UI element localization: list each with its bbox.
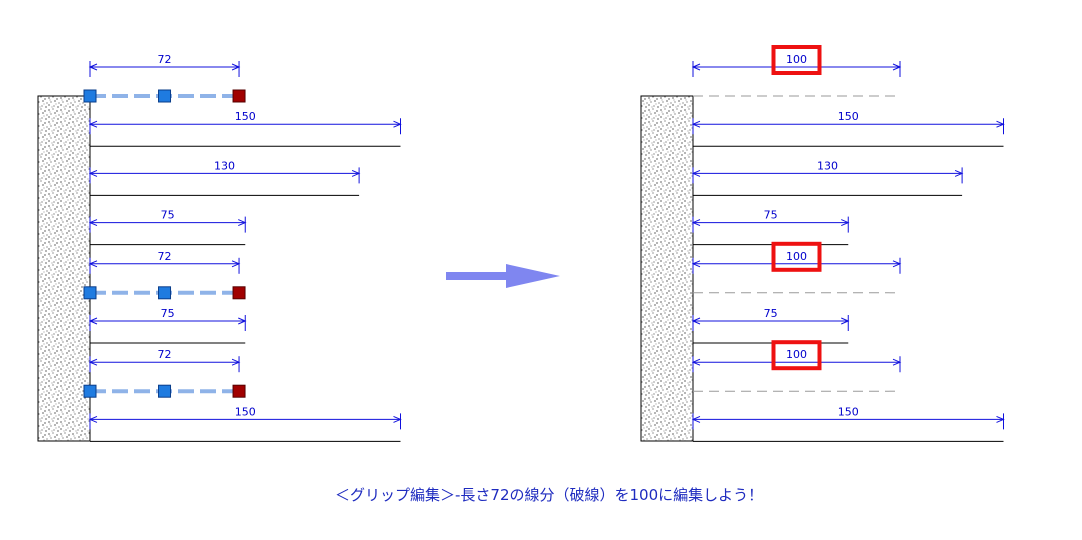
grip-mid[interactable]	[158, 89, 172, 103]
dimension-label: 72	[158, 250, 172, 263]
dimension-label: 150	[235, 405, 256, 418]
dimension-arrowhead	[88, 415, 98, 423]
dimension-label: 75	[764, 307, 778, 320]
dimension-label: 75	[161, 307, 175, 320]
row-3: 130	[691, 159, 964, 196]
dimension-arrowhead	[88, 63, 98, 71]
grip-mid[interactable]	[158, 384, 172, 398]
dimension-arrowhead	[996, 120, 1005, 128]
dimension-arrowhead	[841, 317, 850, 325]
dimension-label: 72	[158, 53, 172, 66]
row-5: 100	[691, 241, 902, 294]
dimension-arrowhead	[88, 219, 98, 227]
dimension-arrowhead	[393, 415, 402, 423]
row-1: 100	[691, 45, 902, 97]
dimension-arrowhead	[88, 260, 98, 268]
dimension-arrowhead	[88, 317, 98, 325]
dimension-label: 150	[838, 405, 859, 418]
dimension-label: 150	[235, 110, 256, 123]
grip-start[interactable]	[83, 286, 97, 300]
dimension-label: 75	[161, 209, 175, 222]
dimension-label: 72	[158, 348, 172, 361]
row-2: 150	[88, 110, 402, 147]
row-7: 100	[691, 340, 902, 392]
dimension-arrowhead	[691, 358, 701, 366]
dimension-arrowhead	[88, 358, 98, 366]
wall-after	[640, 95, 694, 442]
dimension-arrowhead	[691, 120, 701, 128]
dimension-arrowhead	[841, 219, 850, 227]
row-4: 75	[88, 209, 247, 246]
row-7: 72	[83, 348, 246, 398]
dimension-arrowhead	[238, 317, 247, 325]
row-8: 150	[88, 405, 402, 442]
transition-arrow	[446, 264, 560, 288]
dimension-label: 100	[786, 53, 807, 66]
dimension-arrowhead	[892, 260, 902, 268]
grip-end-hot[interactable]	[232, 89, 246, 103]
edited-value-highlight	[771, 340, 822, 371]
after-diagram: 100 150 130 75 100 75 100 150	[691, 45, 1005, 442]
grip-end-hot[interactable]	[232, 286, 246, 300]
dimension-arrowhead	[231, 260, 241, 268]
row-5: 72	[83, 250, 246, 300]
dimension-arrowhead	[954, 169, 964, 177]
dimension-arrowhead	[691, 169, 701, 177]
dimension-arrowhead	[88, 120, 98, 128]
row-1: 72	[83, 53, 246, 103]
edited-value-highlight	[771, 241, 822, 272]
edited-value-highlight	[771, 45, 822, 75]
row-6: 75	[691, 307, 850, 344]
row-3: 130	[88, 159, 361, 196]
dimension-label: 150	[838, 110, 859, 123]
dimension-arrowhead	[892, 358, 902, 366]
dimension-arrowhead	[691, 260, 701, 268]
row-4: 75	[691, 209, 850, 246]
dimension-arrowhead	[351, 169, 361, 177]
grip-start[interactable]	[83, 89, 97, 103]
dimension-arrowhead	[393, 120, 402, 128]
dimension-label: 130	[214, 159, 235, 172]
dimension-arrowhead	[231, 63, 241, 71]
dimension-label: 75	[764, 209, 778, 222]
dimension-arrowhead	[691, 317, 701, 325]
grip-start[interactable]	[83, 384, 97, 398]
dimension-arrowhead	[88, 169, 98, 177]
dimension-label: 100	[786, 348, 807, 361]
grip-mid[interactable]	[158, 286, 172, 300]
dimension-arrowhead	[231, 358, 241, 366]
caption-text: ＜グリップ編集＞-長さ72の線分（破線）を100に編集しよう！	[335, 486, 764, 504]
dimension-arrowhead	[238, 219, 247, 227]
grip-end-hot[interactable]	[232, 384, 246, 398]
dimension-arrowhead	[691, 219, 701, 227]
row-8: 150	[691, 405, 1005, 442]
row-2: 150	[691, 110, 1005, 147]
dimension-label: 130	[817, 159, 838, 172]
dimension-arrowhead	[996, 415, 1005, 423]
dimension-arrowhead	[691, 415, 701, 423]
row-6: 75	[88, 307, 247, 344]
dimension-arrowhead	[691, 63, 701, 71]
dimension-label: 100	[786, 250, 807, 263]
dimension-arrowhead	[892, 63, 902, 71]
before-diagram: 72 150 130 75 72 75 72 150	[83, 53, 402, 442]
wall-before	[37, 95, 91, 442]
